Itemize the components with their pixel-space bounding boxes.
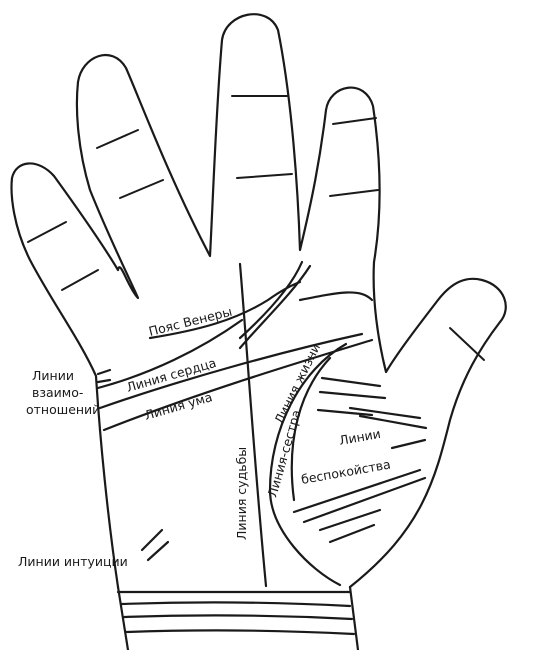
ring-crease-1: [97, 130, 138, 148]
worry-line-1: [322, 378, 380, 386]
pinky-crease-2: [62, 270, 98, 290]
worry-line-2: [320, 392, 385, 398]
label-relationship-2: взаимо-: [32, 385, 83, 400]
label-fate-line: Линия судьбы: [234, 447, 249, 540]
wrist-left-edge: [118, 587, 128, 650]
relationship-mark-1: [98, 370, 110, 374]
label-relationship-1: Линии: [32, 368, 74, 383]
intuition-line-1: [142, 530, 162, 550]
worry-line-6: [392, 440, 425, 448]
ring-crease-2: [120, 180, 163, 198]
label-intuition: Линии интуиции: [18, 554, 128, 569]
middle-crease-2: [237, 174, 292, 178]
thumb-crease: [450, 328, 484, 360]
mount-arc: [300, 292, 372, 300]
wrist-line-3: [124, 615, 352, 619]
finger-creases: [28, 96, 484, 360]
label-relationship-3: отношений: [26, 402, 100, 417]
intuition-line-2: [148, 542, 168, 560]
wrist-line-2: [122, 602, 350, 606]
wrist-line-4: [126, 630, 354, 634]
label-worry-lines-2: беспокойства: [300, 456, 392, 487]
heart-line-upper: [240, 266, 310, 348]
relationship-mark-2: [98, 380, 110, 382]
worry-line-10: [330, 525, 374, 542]
index-crease-2: [330, 190, 378, 196]
venus-inner-arc: [240, 262, 302, 338]
label-worry-lines-1: Линии: [338, 426, 382, 448]
head-line: [100, 334, 362, 408]
worry-lines: [294, 378, 426, 542]
index-crease-1: [333, 118, 376, 124]
pinky-crease-1: [28, 222, 66, 242]
label-head-line: Линия ума: [143, 389, 214, 423]
